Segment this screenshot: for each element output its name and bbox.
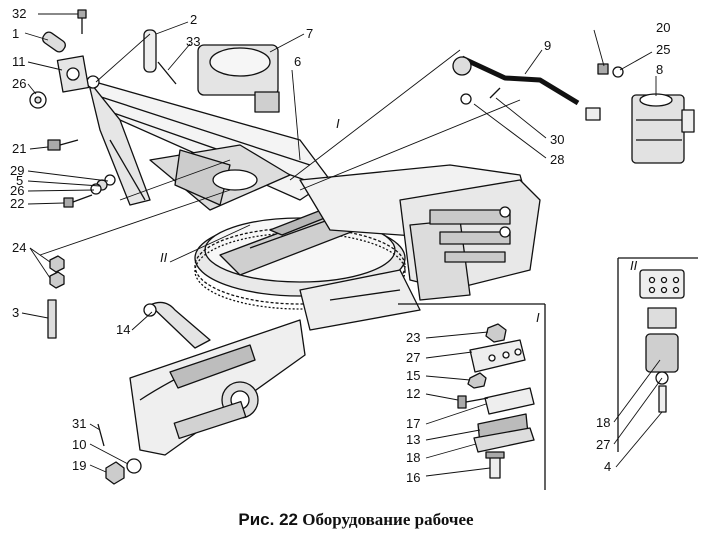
callout-30: 30 xyxy=(550,132,564,147)
callout-26: 26 xyxy=(12,76,26,91)
bracket-11 xyxy=(56,55,90,93)
cotter-31 xyxy=(97,423,105,447)
roman-i-inset: I xyxy=(536,310,540,325)
callout-33: 33 xyxy=(186,34,200,49)
main-housing xyxy=(299,164,541,331)
callout-31: 31 xyxy=(72,416,86,431)
figure-number: Рис. 22 xyxy=(238,510,298,529)
roman-i-main: I xyxy=(336,116,340,131)
callout-23: 23 xyxy=(406,330,420,345)
callout-8: 8 xyxy=(656,62,663,77)
callout-24: 24 xyxy=(12,240,26,255)
callout-32: 32 xyxy=(12,6,26,21)
roman-ii-inset: II xyxy=(630,258,638,273)
callout-15: 15 xyxy=(406,368,420,383)
bolt-32 xyxy=(77,9,87,34)
callout-17: 17 xyxy=(406,416,420,431)
callout-6: 6 xyxy=(294,54,301,69)
bolt-21 xyxy=(47,139,79,151)
callout-3: 3 xyxy=(12,305,19,320)
figure-title: Оборудование рабочее xyxy=(302,510,474,529)
callout-29: 29 xyxy=(10,163,24,178)
callout-1: 1 xyxy=(12,26,19,41)
callout-11: 11 xyxy=(12,54,26,69)
callout-4: 4 xyxy=(604,459,611,474)
callout-5: 5 xyxy=(16,173,23,188)
callout-10: 10 xyxy=(72,437,86,452)
screw-33 xyxy=(157,61,177,85)
callout-labels: 32 1 11 26 21 29 5 26 22 24 3 2 33 7 6 9… xyxy=(10,6,670,485)
callout-22: 22 xyxy=(10,196,24,211)
callout-18: 18 xyxy=(406,450,420,465)
callout-19: 19 xyxy=(72,458,86,473)
blade-assembly xyxy=(129,301,306,456)
callout-25: 25 xyxy=(656,42,670,57)
bolt-20-25 xyxy=(597,63,624,78)
gearbox-7 xyxy=(197,44,280,113)
callout-16: 16 xyxy=(406,470,420,485)
washer-26a xyxy=(29,91,47,109)
nuts-24 xyxy=(49,255,65,289)
figure-caption: Рис. 22 Оборудование рабочее xyxy=(0,510,712,530)
callout-21: 21 xyxy=(12,141,26,156)
callout-9: 9 xyxy=(544,38,551,53)
roman-ii-main: II xyxy=(160,250,168,265)
callout-27-b: 27 xyxy=(596,437,610,452)
nut-19 xyxy=(105,461,125,485)
callout-26-b: 26 xyxy=(10,183,24,198)
washers-29-5-26 xyxy=(90,174,116,195)
callout-27: 27 xyxy=(406,350,420,365)
washer-10 xyxy=(126,458,142,474)
frame-assembly xyxy=(86,75,331,211)
callout-12: 12 xyxy=(406,386,420,401)
callout-2: 2 xyxy=(190,12,197,27)
turntable-gear-ring xyxy=(194,194,406,310)
leader-lines xyxy=(21,13,663,477)
inset-ii xyxy=(617,257,698,452)
valve-block-8 xyxy=(631,93,695,164)
bolt-22 xyxy=(63,194,93,208)
stud-3 xyxy=(47,299,57,339)
callout-7: 7 xyxy=(306,26,313,41)
callout-13: 13 xyxy=(406,432,420,447)
callout-14: 14 xyxy=(116,322,130,337)
callout-28: 28 xyxy=(550,152,564,167)
link-rod-9 xyxy=(452,55,601,121)
callout-20: 20 xyxy=(656,20,670,35)
callout-18-b: 18 xyxy=(596,415,610,430)
pin-2 xyxy=(143,29,157,73)
pin-1 xyxy=(42,31,66,53)
inset-i xyxy=(398,303,546,490)
